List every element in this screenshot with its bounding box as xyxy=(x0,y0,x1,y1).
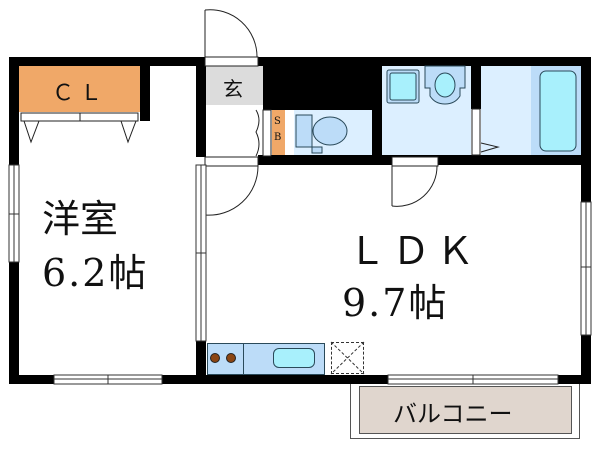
toilet-icon xyxy=(295,114,348,154)
shoe-box-label-s: S xyxy=(274,116,281,127)
fridge-x-icon xyxy=(330,341,365,375)
wall-bath-divider xyxy=(471,57,481,109)
western-room-name: 洋室 xyxy=(42,197,119,241)
bathroom-door-icon xyxy=(471,108,500,156)
wall-left-top xyxy=(9,57,19,165)
wall-bottom-left xyxy=(9,375,54,384)
window-ldk-right-icon xyxy=(580,201,592,336)
wall-right-bottom xyxy=(581,335,591,384)
wall-entrance-block xyxy=(263,57,382,110)
western-room-size: 6.2帖 xyxy=(42,251,149,295)
stove-divider xyxy=(243,343,244,375)
fridge-space xyxy=(331,342,364,374)
shoe-box xyxy=(272,110,285,155)
washroom-door-icon xyxy=(391,156,439,207)
sink-icon xyxy=(273,348,315,368)
ldk-size: 9.7帖 xyxy=(342,281,449,325)
washbasin-icon xyxy=(424,65,466,105)
western-room-door-icon xyxy=(204,156,259,216)
washing-machine-icon xyxy=(386,69,420,104)
entrance-label: 玄 xyxy=(223,77,243,101)
entrance-door-icon xyxy=(204,9,259,67)
wall-bottom-right xyxy=(558,375,591,384)
wall-top-left xyxy=(9,57,205,66)
wall-bottom-mid xyxy=(162,375,388,384)
shoe-box-door-icon xyxy=(255,109,272,157)
balcony-area xyxy=(359,386,572,434)
wall-left-bottom xyxy=(9,262,19,384)
closet-label: ＣＬ xyxy=(52,81,109,106)
wall-top-right xyxy=(258,57,591,66)
balcony-sliding-door-icon xyxy=(387,374,559,385)
closet-door-icon xyxy=(20,112,139,144)
closet-area xyxy=(19,66,140,112)
wall-right-top xyxy=(581,57,591,202)
balcony-label: バルコニー xyxy=(393,400,513,428)
wall-closet-side xyxy=(140,66,150,121)
wall-divider-vertical xyxy=(196,57,206,157)
stove-burner-icon xyxy=(226,353,236,363)
entrance-area xyxy=(206,66,263,105)
window-western-bottom-icon xyxy=(53,374,163,385)
wall-divider-lower xyxy=(196,341,206,384)
bathtub-icon xyxy=(539,70,577,152)
shoe-box-label-b: B xyxy=(274,132,282,143)
window-divider-icon xyxy=(195,164,207,342)
ldk-name: ＬＤＫ xyxy=(348,229,481,273)
balcony-outline xyxy=(350,382,580,439)
bathroom-dressing-area xyxy=(481,66,531,155)
wall-wash-left xyxy=(372,57,382,165)
window-left-wall-icon xyxy=(8,164,20,263)
stove-burner-icon xyxy=(210,353,220,363)
